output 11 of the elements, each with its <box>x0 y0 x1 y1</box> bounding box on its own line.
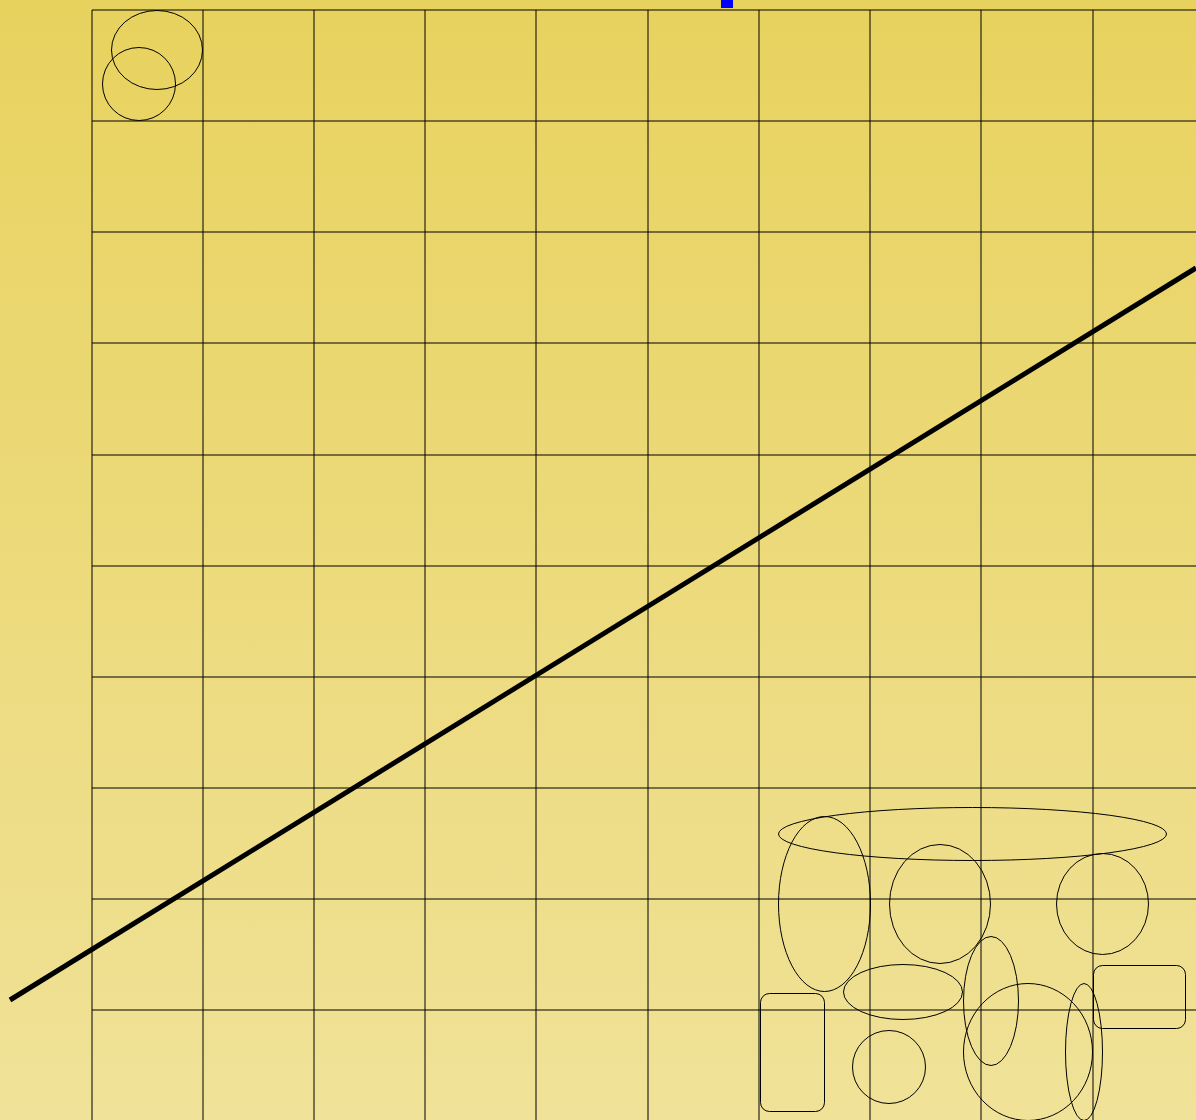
ellipse-shape <box>889 844 991 964</box>
rounded-box <box>760 993 825 1112</box>
ellipse-shape <box>843 964 963 1020</box>
ellipse-shape <box>111 10 203 90</box>
circle-shape <box>1056 853 1149 955</box>
ellipse-shape <box>778 807 1167 861</box>
ellipse-shape <box>778 816 871 992</box>
circle-shape <box>102 47 176 121</box>
rounded-box <box>1093 965 1186 1029</box>
circle-shape <box>852 1030 926 1104</box>
ellipse-shape <box>963 936 1019 1066</box>
